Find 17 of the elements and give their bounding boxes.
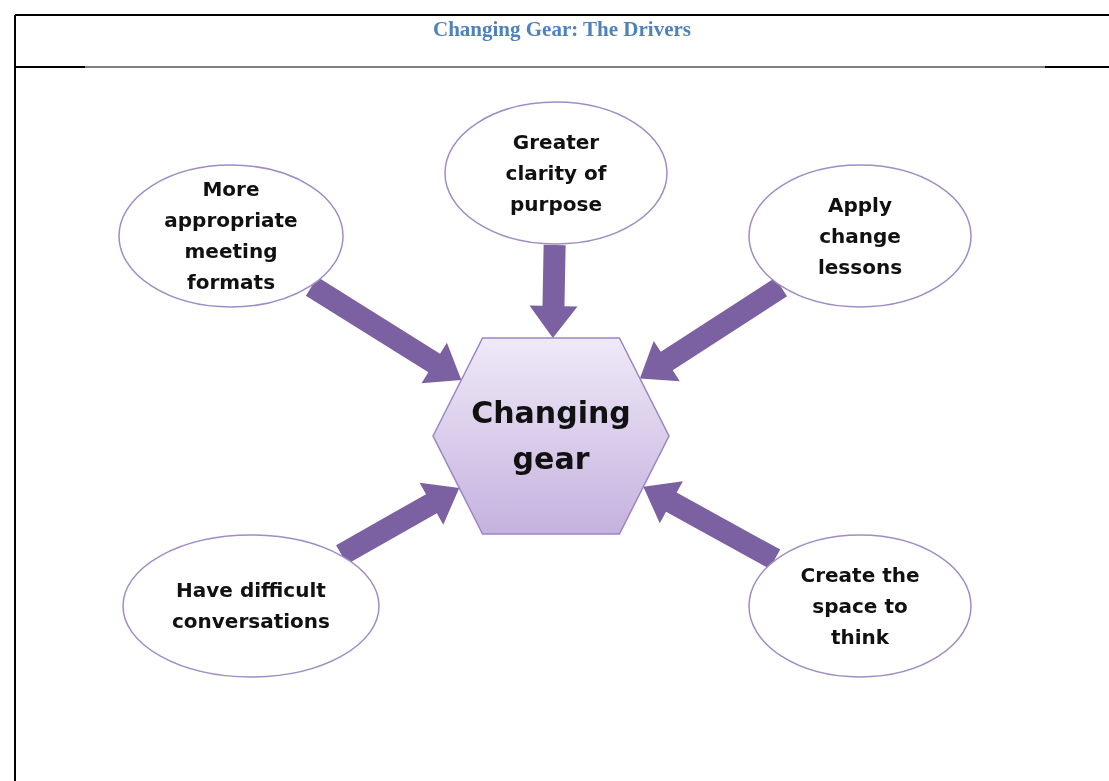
ellipse-node [748,534,972,678]
ellipse-node [748,164,972,308]
node-text: Changing gear [470,393,632,478]
ellipse-node [122,534,380,678]
block-arrow [639,277,788,382]
node-text: Greater clarity of purpose [504,128,608,218]
block-arrow [305,277,462,384]
hexagon-node [433,338,669,534]
node-text: Have difficult conversations [171,577,331,635]
block-arrow [529,244,578,338]
node-text: More appropriate meeting formats [163,176,299,296]
diagram-title: Changing Gear: The Drivers [433,16,691,43]
block-arrow [643,481,781,569]
node-text: Apply change lessons [816,191,904,281]
ellipse-node [118,164,344,308]
ellipse-node [444,101,668,245]
node-text: Create the space to think [799,561,921,651]
